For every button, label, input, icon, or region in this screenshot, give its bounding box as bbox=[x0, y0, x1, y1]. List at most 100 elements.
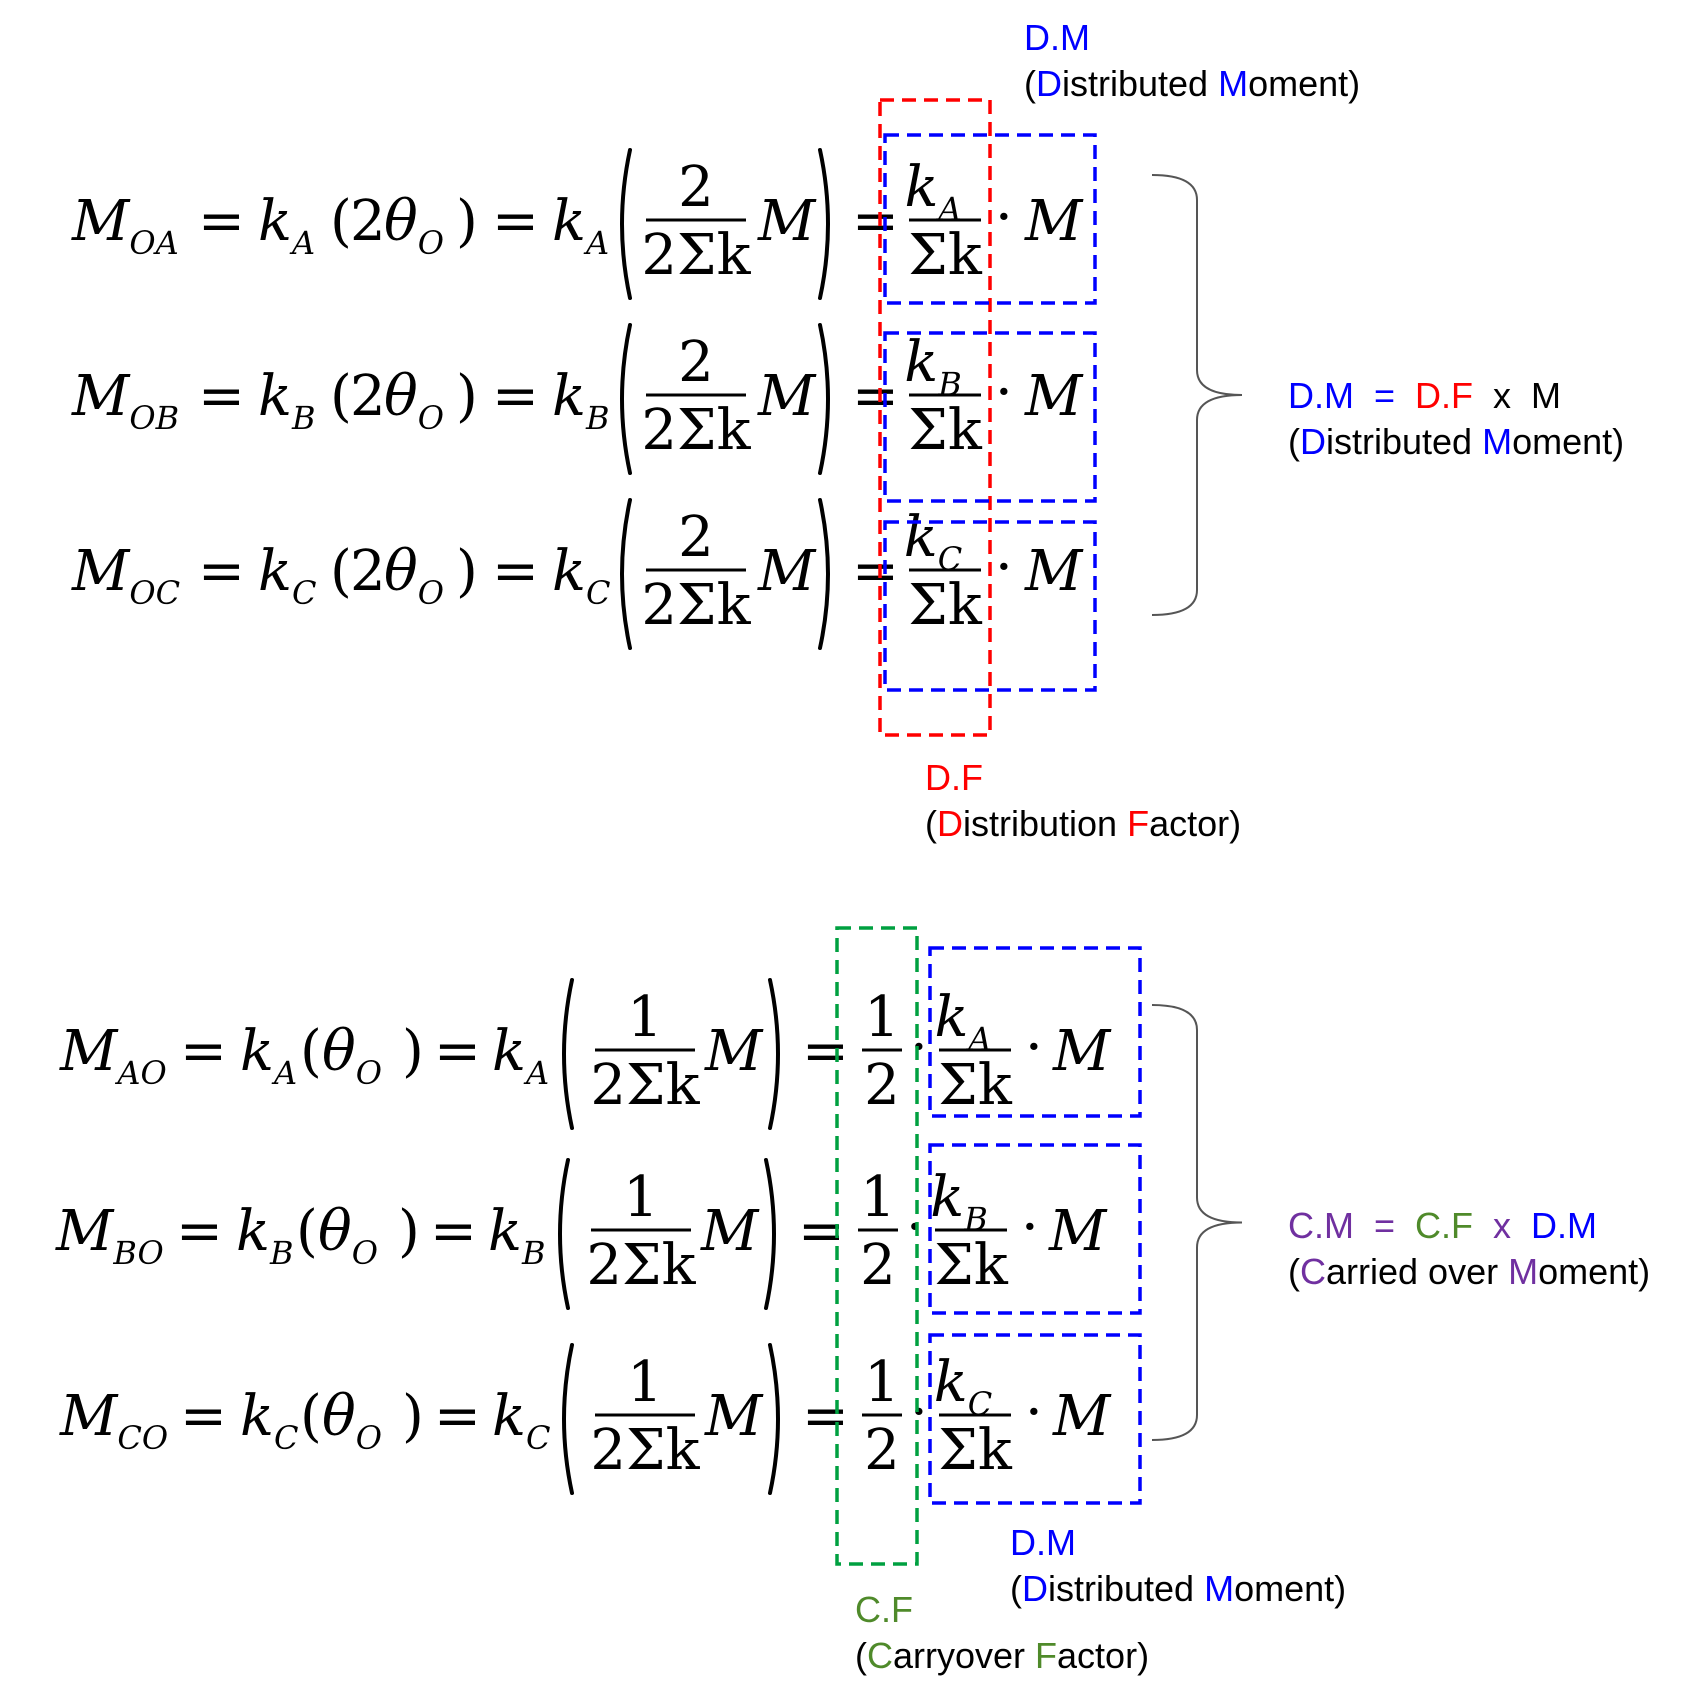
bottom-eq-co-lparen-small: ( bbox=[300, 1384, 322, 1449]
top-eq-ob-k-1-group: kB bbox=[258, 364, 315, 437]
bottom-eq-co-M-final: M bbox=[1052, 1384, 1112, 1449]
label-dm-bottom: D.M (Distributed Moment) bbox=[1010, 1522, 1346, 1609]
label-dm-top-code: D.M bbox=[1024, 17, 1090, 58]
bottom-eq-bo-fraction-1-over-2-numerator: 1 bbox=[860, 1165, 896, 1230]
top-eq-oc-k-1: kC bbox=[258, 539, 316, 612]
bottom-eq-bo-lhs-moment-subscript: BO bbox=[112, 1234, 163, 1272]
dm-blue-box-a bbox=[883, 133, 1097, 305]
top-eq-oc-k-1-subscript: C bbox=[292, 574, 316, 612]
label-cm-equation-equation: C.M = C.F x D.M bbox=[1288, 1205, 1597, 1246]
top-eq-oc-k-1-group: kC bbox=[258, 539, 316, 612]
top-eq-oc-rparen-small: ) bbox=[456, 539, 478, 604]
top-eq-ob-lhs-moment-subscript: OB bbox=[129, 399, 179, 437]
top-eq-ob-theta-subscript: O bbox=[418, 399, 444, 437]
label-dm-top-description-part: ( bbox=[1024, 63, 1036, 104]
label-dm-top-description-part: D bbox=[1036, 63, 1062, 104]
top-eq-ob-big-lparen bbox=[620, 323, 632, 475]
bottom-eq-co-fraction-k-over-sumk-numerator-subscript: C bbox=[968, 1385, 992, 1423]
label-cf-description-part: F bbox=[1035, 1635, 1057, 1676]
label-dm-top: D.M(Distributed Moment) bbox=[1024, 17, 1360, 104]
top-eq-oc-theta-subscript: O bbox=[418, 574, 444, 612]
label-cm-equation-description-part: ( bbox=[1288, 1251, 1300, 1292]
label-df-description-part: istribution bbox=[963, 803, 1127, 844]
top-eq-oa-M: M bbox=[757, 189, 817, 254]
bottom-eq-bo-theta: θO bbox=[318, 1199, 378, 1272]
top-eq-ob-big-rparen bbox=[818, 323, 830, 475]
bottom-eq-co-theta-subscript: O bbox=[356, 1419, 382, 1457]
top-eq-oa-fraction-k-over-sumk-numerator: kA bbox=[904, 155, 961, 228]
label-dm-bottom-description-part: istributed bbox=[1048, 1568, 1204, 1609]
label-dm-bottom-description-part: D bbox=[1022, 1568, 1048, 1609]
bottom-eq-co-fraction-1-over-2sumk-numerator: 1 bbox=[627, 1350, 663, 1415]
bottom-eq-bo-M: M bbox=[700, 1199, 760, 1264]
brace-bottom bbox=[1151, 1004, 1243, 1441]
top-eq-oc-equals-2: = bbox=[492, 539, 539, 604]
label-dm-bottom-description: (Distributed Moment) bbox=[1010, 1568, 1346, 1609]
label-cm-equation-description-part: arried over bbox=[1326, 1251, 1508, 1292]
label-cm-equation-equation-part: C.M bbox=[1288, 1205, 1354, 1246]
bottom-eq-bo-lparen-small: ( bbox=[296, 1199, 318, 1264]
bottom-eq-ao-lparen-small: ( bbox=[300, 1019, 322, 1084]
bottom-eq-bo-k-1-group: kB bbox=[236, 1199, 293, 1272]
bottom-eq-co-k-1-subscript: C bbox=[274, 1419, 298, 1457]
bottom-eq-ao-k-2: kA bbox=[492, 1019, 549, 1092]
top-eq-ob-fraction-k-over-sumk-denominator: Σk bbox=[908, 398, 983, 463]
top-eq-ob-equals-1: = bbox=[198, 364, 245, 429]
top-eq-oc-k-2-group: kC bbox=[552, 539, 610, 612]
top-eq-oc-equals-3: = bbox=[852, 539, 899, 604]
bottom-eq-co-rparen-small: ) bbox=[402, 1384, 424, 1449]
label-cf-description: (Carryover Factor) bbox=[855, 1635, 1149, 1676]
top-eq-ob-fraction-k-over-sumk-numerator-subscript: B bbox=[937, 365, 962, 403]
top-eq-oc-k-2: kC bbox=[552, 539, 610, 612]
bottom-eq-ao-M: M bbox=[704, 1019, 764, 1084]
bottom-dm-blue-box-a bbox=[928, 946, 1142, 1118]
top-eq-oc-equals-1: = bbox=[198, 539, 245, 604]
bottom-eq-bo-M-final: M bbox=[1048, 1199, 1108, 1264]
bottom-eq-ao-k-1-group: kA bbox=[240, 1019, 297, 1092]
top-eq-oc-M: M bbox=[757, 539, 817, 604]
top-eq-ob-equals-3: = bbox=[852, 364, 899, 429]
label-cf: C.F(Carryover Factor) bbox=[855, 1589, 1149, 1676]
bottom-eq-ao-equals-3: = bbox=[802, 1019, 849, 1084]
bottom-eq-co-dot-2: · bbox=[1025, 1380, 1043, 1445]
bottom-eq-co-k-1: kC bbox=[240, 1384, 298, 1457]
label-dm-equation-description: (Distributed Moment) bbox=[1288, 421, 1624, 462]
top-eq-oa-big-rparen bbox=[818, 148, 830, 300]
bottom-eq-co-k-2-group: kC bbox=[492, 1384, 550, 1457]
top-eq-ob-M-final: M bbox=[1024, 364, 1084, 429]
bottom-eq-ao-fraction-1-over-2-numerator: 1 bbox=[864, 985, 900, 1050]
bottom-eq-co-k-2: kC bbox=[492, 1384, 550, 1457]
top-eq-oc-fraction-k-over-sumk-numerator-subscript: C bbox=[938, 540, 962, 578]
brace-top bbox=[1151, 174, 1243, 616]
label-dm-bottom-code: D.M bbox=[1010, 1522, 1076, 1563]
bottom-eq-ao-fraction-1-over-2sumk-denominator: 2Σk bbox=[590, 1053, 700, 1118]
bottom-eq-ao-big-rparen bbox=[768, 978, 780, 1130]
bottom-eq-co-fraction-k-over-sumk-numerator: kC bbox=[934, 1350, 992, 1423]
top-eq-oa-big-lparen bbox=[620, 148, 632, 300]
label-df-description-part: F bbox=[1127, 803, 1149, 844]
bottom-eq-ao-M-final: M bbox=[1052, 1019, 1112, 1084]
top-eq-oc-theta: θO bbox=[384, 539, 444, 612]
bottom-eq-ao-theta: θO bbox=[322, 1019, 382, 1092]
label-dm-top-description-part: oment) bbox=[1248, 63, 1360, 104]
bottom-eq-ao-dot-1: · bbox=[910, 1015, 928, 1080]
label-cm-equation-description: (Carried over Moment) bbox=[1288, 1251, 1650, 1292]
top-eq-oc-big-rparen bbox=[818, 498, 830, 650]
bottom-eq-bo-big-lparen bbox=[558, 1158, 570, 1310]
top-eq-ob-dot: · bbox=[995, 360, 1013, 425]
label-cm-equation-equation-part: C.F bbox=[1415, 1205, 1473, 1246]
top-eq-oa-lhs-moment-subscript: OA bbox=[129, 224, 178, 262]
label-df-description-part: ( bbox=[925, 803, 937, 844]
bottom-eq-ao-lhs-moment-subscript: AO bbox=[114, 1054, 166, 1092]
label-cm-equation-description-part: oment) bbox=[1538, 1251, 1650, 1292]
top-eq-ob-M: M bbox=[757, 364, 817, 429]
top-eq-ob-fraction-k-over-sumk-numerator: kB bbox=[904, 330, 961, 403]
bottom-eq-ao-k-1-subscript: A bbox=[271, 1054, 297, 1092]
top-eq-ob-k-1: kB bbox=[258, 364, 315, 437]
top-eq-ob-k-2-group: kB bbox=[552, 364, 609, 437]
bottom-eq-bo-k-2: kB bbox=[488, 1199, 545, 1272]
bottom-eq-bo-k-1-subscript: B bbox=[269, 1234, 294, 1272]
label-df-description: (Distribution Factor) bbox=[925, 803, 1241, 844]
bottom-eq-ao-fraction-1-over-2sumk-numerator: 1 bbox=[627, 985, 663, 1050]
top-eq-oa-fraction-k-over-sumk-denominator: Σk bbox=[908, 223, 983, 288]
